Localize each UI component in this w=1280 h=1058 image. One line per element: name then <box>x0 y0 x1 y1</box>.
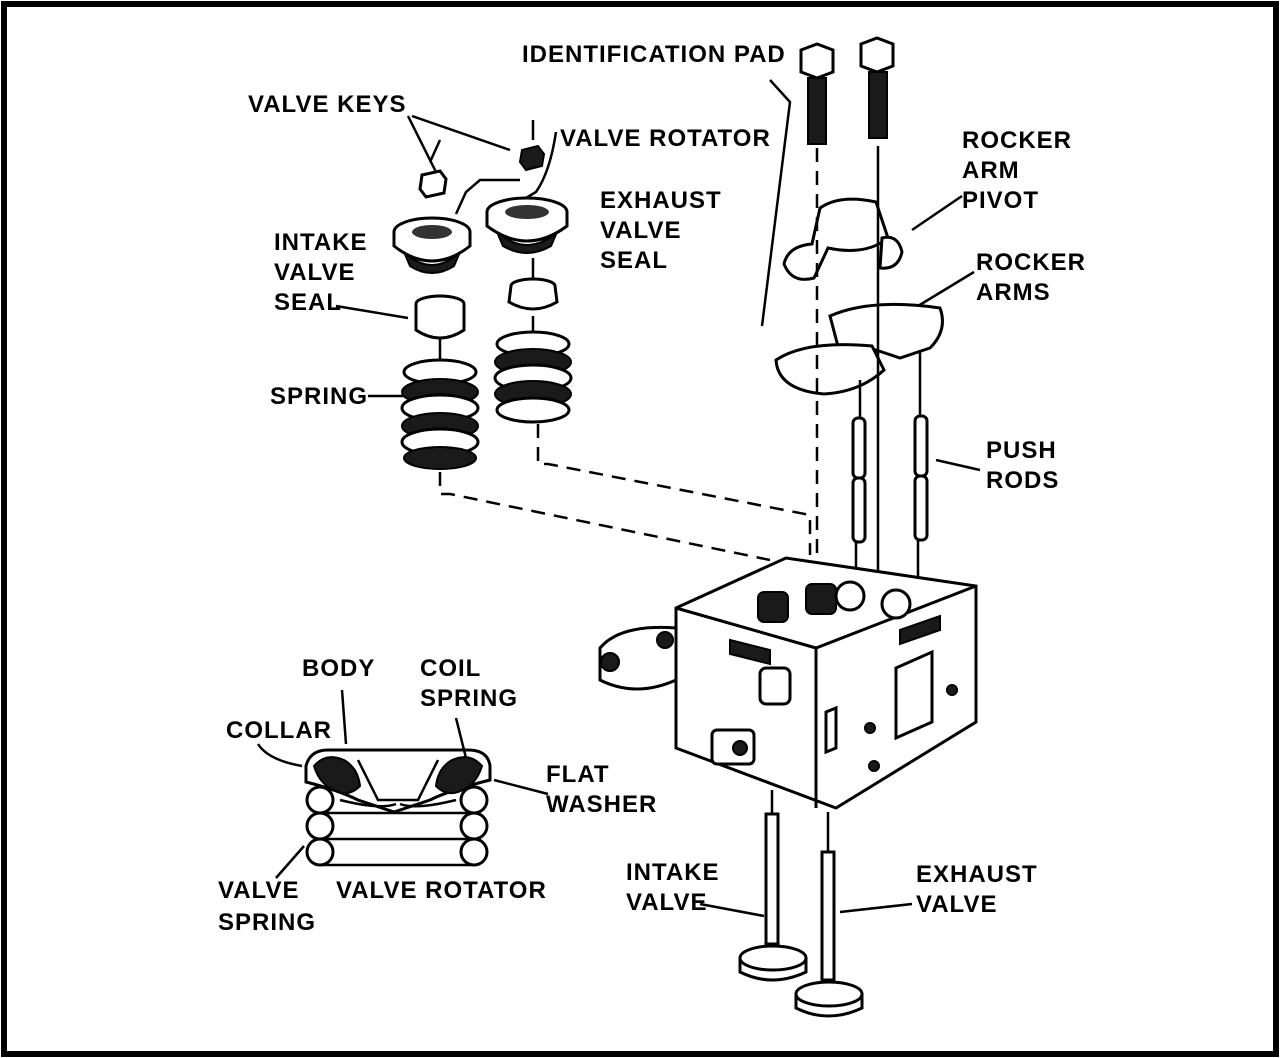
label-exhaust-valve-2: VALVE <box>916 891 997 918</box>
flat-washer-leader <box>493 778 549 796</box>
intake-spring <box>400 338 480 470</box>
cylinder-head <box>598 556 978 810</box>
label-intake-valve-seal-1: INTAKE <box>274 229 368 256</box>
label-intake-valve-seal-3: SEAL <box>274 289 342 316</box>
push-rods-leader <box>935 458 981 472</box>
label-exhaust-valve-1: EXHAUST <box>916 861 1038 888</box>
label-spring: SPRING <box>270 383 368 410</box>
label-coil-spring-2: SPRING <box>420 685 518 712</box>
label-rocker-arm-pivot-2: ARM <box>962 157 1020 184</box>
exhaust-alignment-line <box>536 424 812 555</box>
label-coil-spring-1: COIL <box>420 655 481 682</box>
intake-valve-leader <box>699 902 765 918</box>
valve-key-intake <box>418 169 448 199</box>
rocker-bolt-left <box>799 42 835 145</box>
push-rod-right <box>913 414 929 542</box>
valve-rotator-intake <box>392 216 472 274</box>
label-exhaust-valve-seal-3: SEAL <box>600 247 668 274</box>
valve-rotator-cutaway <box>304 748 492 867</box>
exhaust-valve-seal <box>507 277 559 311</box>
identification-pad-pointer <box>760 79 792 327</box>
exhaust-spring <box>493 258 573 424</box>
rocker-arm-pivot-leader <box>911 194 963 232</box>
exhaust-valve-leader <box>839 902 913 914</box>
intake-valve-seal-leader <box>335 304 409 320</box>
label-valve-rotator: VALVE ROTATOR <box>560 125 771 152</box>
label-valve-keys: VALVE KEYS <box>248 91 406 118</box>
label-valve-rotator-detail: VALVE ROTATOR <box>336 877 547 904</box>
valve-rotator-leader <box>525 131 558 200</box>
valve-spring-leader <box>275 845 305 879</box>
label-rocker-arms-2: ARMS <box>976 279 1051 306</box>
rocker-bolt-right <box>859 36 895 139</box>
coil-spring-leader <box>454 717 468 759</box>
label-rocker-arm-pivot-1: ROCKER <box>962 127 1072 154</box>
label-flat-washer-1: FLAT <box>546 761 610 788</box>
label-rocker-arms-1: ROCKER <box>976 249 1086 276</box>
label-body: BODY <box>302 655 375 682</box>
valve-rotator-leader-branch <box>454 178 520 215</box>
intake-alignment-line <box>438 472 771 562</box>
exhaust-valve <box>794 812 864 1018</box>
label-valve-spring-2: SPRING <box>218 909 316 936</box>
label-push-rods-2: RODS <box>986 467 1059 494</box>
label-exhaust-valve-seal-1: EXHAUST <box>600 187 722 214</box>
label-flat-washer-2: WASHER <box>546 791 657 818</box>
valve-rotator-exhaust <box>485 196 569 254</box>
label-valve-spring-1: VALVE <box>218 877 299 904</box>
valve-key-exhaust <box>518 144 546 172</box>
valve-keys-leader <box>406 114 511 173</box>
intake-valve-seal <box>414 294 466 340</box>
rocker-arm-pivot <box>782 197 904 281</box>
label-push-rods-1: PUSH <box>986 437 1057 464</box>
rocker-arms-leader <box>917 270 975 308</box>
push-rod-left <box>851 416 867 544</box>
label-rocker-arm-pivot-3: PIVOT <box>962 187 1039 214</box>
intake-valve <box>738 790 808 982</box>
label-identification-pad: IDENTIFICATION PAD <box>522 41 786 68</box>
body-leader <box>340 689 348 745</box>
label-intake-valve-seal-2: VALVE <box>274 259 355 286</box>
label-collar: COLLAR <box>226 717 332 744</box>
label-intake-valve-2: VALVE <box>626 889 707 916</box>
rocker-arms <box>774 302 944 396</box>
label-intake-valve-1: INTAKE <box>626 859 720 886</box>
collar-leader <box>256 743 303 768</box>
label-exhaust-valve-seal-2: VALVE <box>600 217 681 244</box>
